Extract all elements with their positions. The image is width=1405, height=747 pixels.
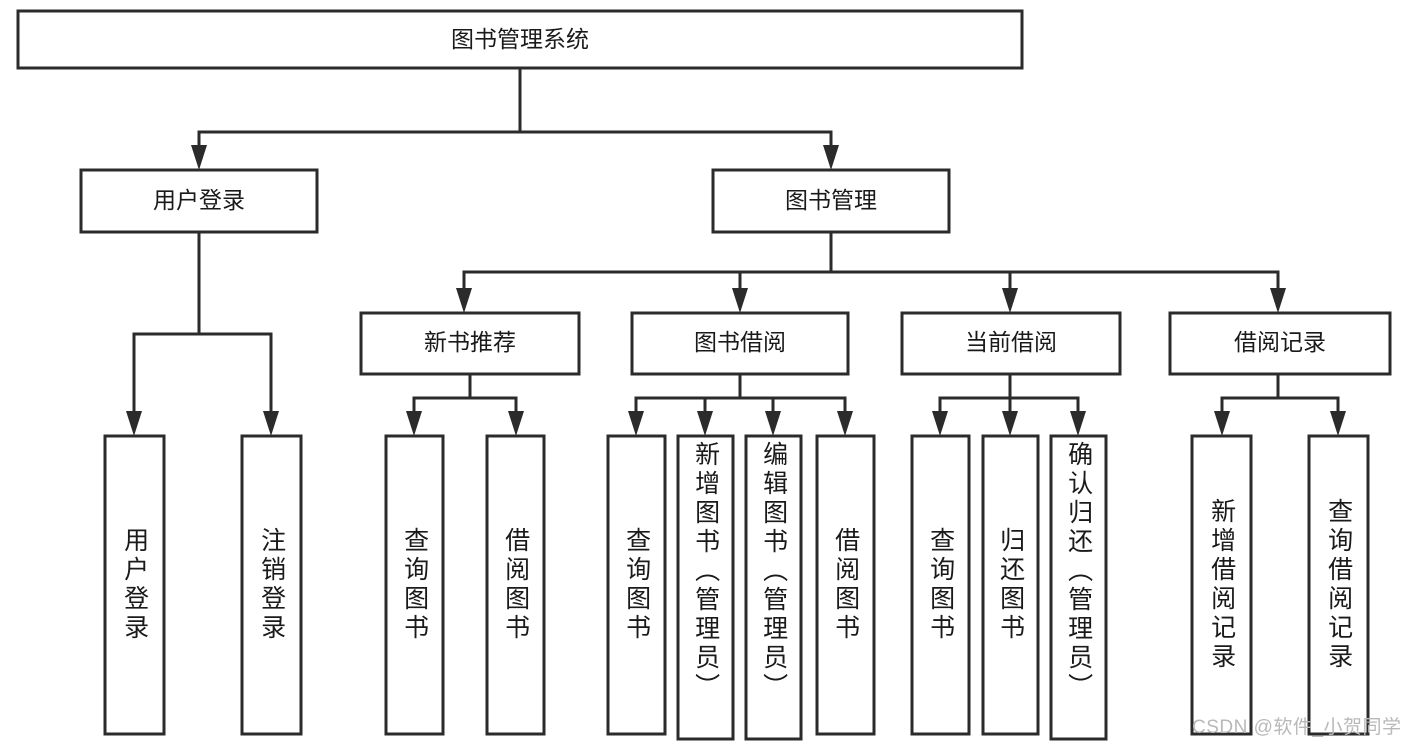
node-current-borrow-label: 当前借阅 (965, 329, 1057, 355)
node-book-borrow-label: 图书借阅 (694, 329, 786, 355)
node-root-label: 图书管理系统 (451, 26, 589, 52)
node-new-book-recommend[interactable]: 新书推荐 (359, 311, 581, 376)
node-new-book-recommend-label: 新书推荐 (424, 329, 516, 355)
node-borrow-record-label: 借阅记录 (1234, 329, 1326, 355)
connector-new-book-to-leaves (406, 372, 524, 436)
leaf-box-add-borrow-record[interactable] (1190, 434, 1253, 736)
leaf-box-add-book-admin[interactable] (676, 434, 735, 741)
node-root[interactable]: 图书管理系统 (16, 9, 1024, 70)
leaf-box-query-book-new[interactable] (384, 434, 445, 736)
node-book-management-label: 图书管理 (785, 187, 877, 213)
node-borrow-record[interactable]: 借阅记录 (1168, 311, 1392, 376)
leaf-box-borrow-book-new[interactable] (485, 434, 546, 736)
leaf-box-logout[interactable] (240, 434, 303, 736)
node-user-login-label: 用户登录 (153, 187, 245, 213)
leaf-box-confirm-return-admin[interactable] (1049, 434, 1108, 741)
leaf-box-edit-book-admin[interactable] (744, 434, 803, 741)
leaf-box-return-book[interactable] (981, 434, 1040, 736)
leaf-box-user-login[interactable] (103, 434, 166, 736)
leaf-box-borrow-book[interactable] (815, 434, 876, 736)
leaf-box-query-book-borrow[interactable] (606, 434, 667, 736)
connector-level2-to-level3 (456, 230, 1286, 313)
node-book-management[interactable]: 图书管理 (711, 168, 951, 234)
connector-book-borrow-to-leaves (628, 372, 853, 436)
node-book-borrow[interactable]: 图书借阅 (630, 311, 850, 376)
leaf-box-query-book-current[interactable] (910, 434, 971, 736)
watermark: CSDN @软件_小贺同学 (1192, 717, 1402, 738)
connector-current-borrow-to-leaves (932, 372, 1086, 436)
connector-root-to-level2 (191, 66, 839, 170)
node-user-login[interactable]: 用户登录 (79, 168, 319, 234)
node-current-borrow[interactable]: 当前借阅 (900, 311, 1122, 376)
connector-borrow-record-to-leaves (1214, 372, 1346, 436)
connector-user-login-to-leaves (126, 230, 279, 436)
leaf-box-query-borrow-record[interactable] (1307, 434, 1370, 736)
